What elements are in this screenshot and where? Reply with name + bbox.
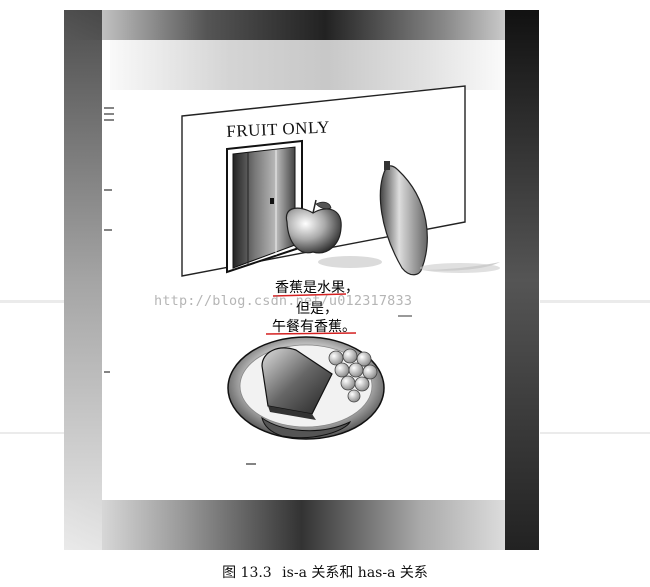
watermark-url: http://blog.csdn.net/u012317833 [154,293,413,309]
caption-title: is-a 关系和 has-a 关系 [282,565,428,581]
figure-text-line-3: 午餐有香蕉。 [272,319,356,335]
figure-text-line-2: 但是， [296,301,338,317]
figure-text-line-1: 香蕉是水果， [275,280,359,296]
figure-caption: 图 13.3 is-a 关系和 has-a 关系 [0,562,650,582]
caption-number: 图 13.3 [222,565,272,581]
illustration [0,10,650,550]
